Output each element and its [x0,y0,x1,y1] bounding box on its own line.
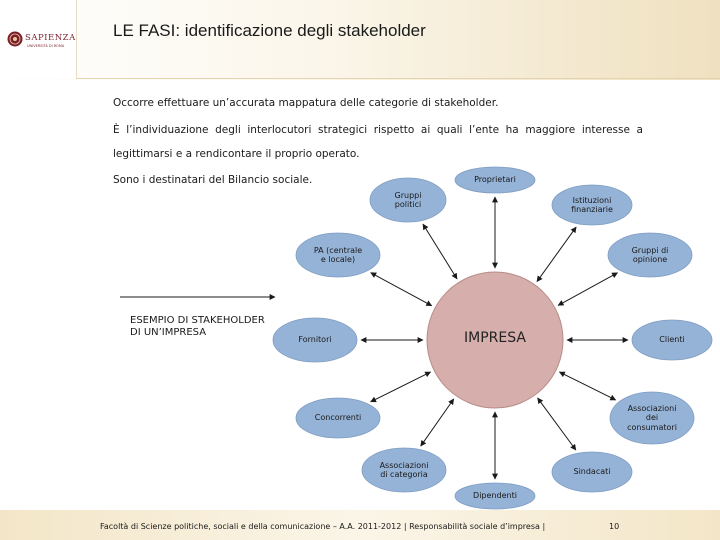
stakeholder-node [551,451,633,493]
logo-name: SAPIENZA [25,33,76,43]
arrows-layer [360,196,629,480]
stakeholder-label: Gruppi politici [394,190,422,209]
stakeholder-label: Sindacati [573,467,611,477]
stakeholder-label: PA (centrale e locale) [313,245,363,264]
stakeholder-label: Associazioni dei consumatori [627,404,677,432]
stakeholder-node [609,391,695,445]
stakeholder-node [551,184,633,226]
body-line-2: È l’individuazione degli interlocutori s… [113,124,643,136]
stakeholder-label: Concorrenti [314,413,362,423]
page-number: 10 [609,522,620,531]
center-label: IMPRESA [464,330,526,346]
double-arrow [537,397,577,451]
stakeholder-node [607,232,693,278]
stakeholder-node [454,166,536,194]
center-circle [426,271,564,409]
example-label: ESEMPIO DI STAKEHOLDER DI UN’IMPRESA [130,315,265,338]
double-arrow [536,226,577,283]
stakeholder-label: Gruppi di opinione [631,245,669,264]
double-arrow [558,371,617,401]
stakeholder-node [295,232,381,278]
footer-band [0,510,720,540]
stakeholder-label: Fornitori [298,335,332,345]
stakeholder-node [631,319,713,361]
stakeholder-label: Associazioni di categoria [379,460,429,479]
footer-text: Facoltà di Scienze politiche, sociali e … [100,522,546,531]
stakeholder-node [454,482,536,510]
stakeholder-node [272,317,358,363]
double-arrow [422,223,458,280]
body-line-3: legittimarsi e a rendicontare il proprio… [113,148,360,160]
header-divider [76,78,720,79]
stakeholder-label: Istituzioni finanziarie [571,195,613,214]
double-arrow [420,398,455,447]
page-title: LE FASI: identificazione degli stakehold… [113,21,426,40]
double-arrow [370,371,432,403]
university-logo: SAPIENZA UNIVERSITÀ DI ROMA [0,0,77,78]
body-line-4: Sono i destinatari del Bilancio sociale. [113,174,313,186]
stakeholder-node [369,177,447,223]
double-arrow [557,272,619,306]
logo-subtitle: UNIVERSITÀ DI ROMA [27,44,65,48]
header-band: SAPIENZA UNIVERSITÀ DI ROMA LE FASI: ide… [0,0,720,80]
nodes-layer [272,166,713,510]
stakeholder-node [361,447,447,493]
double-arrow [370,272,433,307]
stakeholder-label: Dipendenti [473,491,517,501]
stakeholder-label: Proprietari [474,175,516,185]
stakeholder-label: Clienti [659,335,685,345]
sapienza-seal-icon [7,31,23,47]
stakeholder-node [295,397,381,439]
body-line-1: Occorre effettuare un’accurata mappatura… [113,97,499,109]
